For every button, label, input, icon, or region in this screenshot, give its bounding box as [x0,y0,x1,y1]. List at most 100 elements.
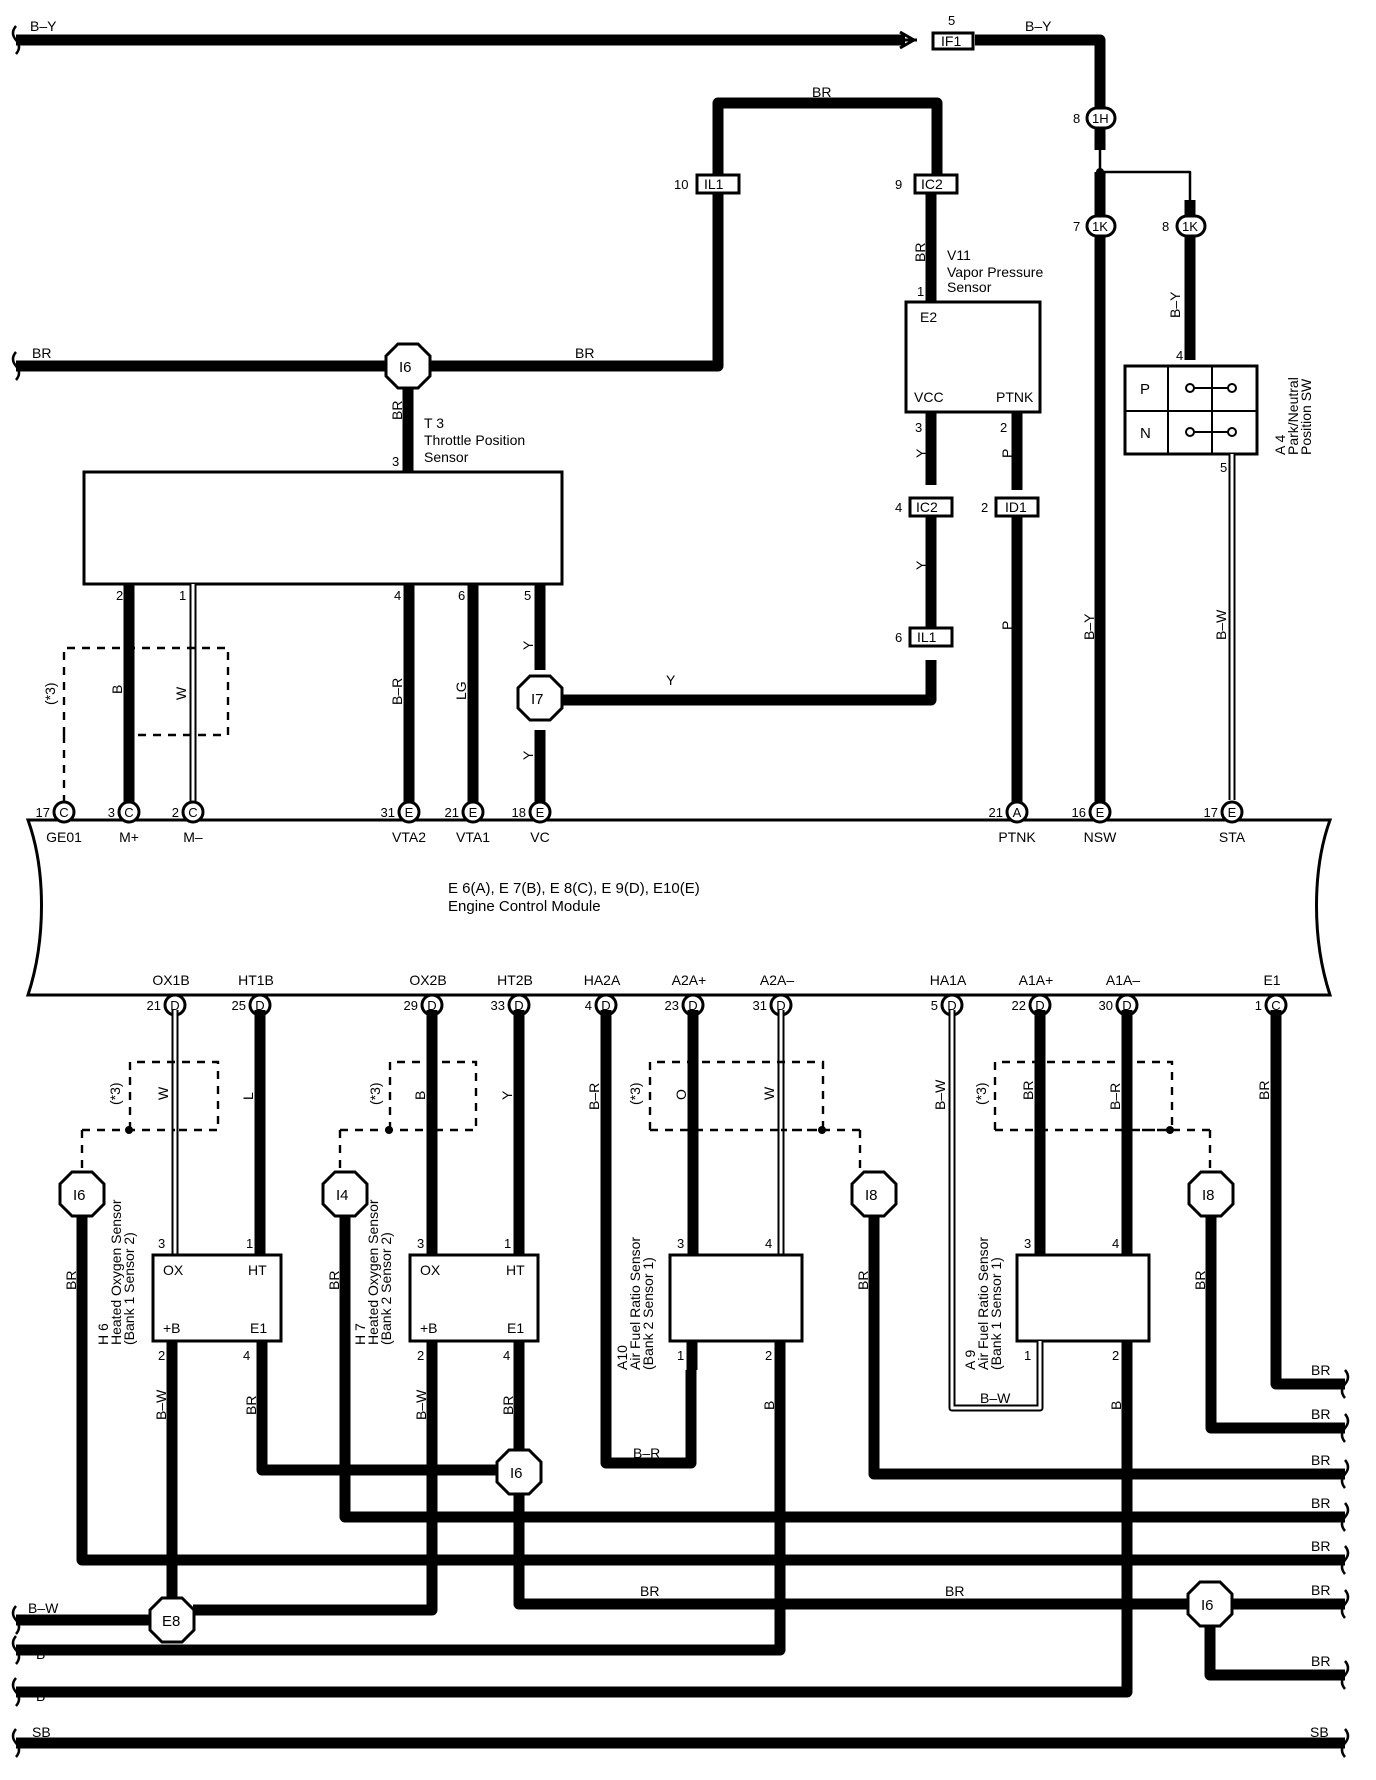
connector-1k-a-label: 1K [1092,219,1108,234]
wire-label: Y [520,750,536,760]
wire-label: BR [243,1396,259,1415]
component-h7-label: H 7 Heated Oxygen Sensor (Bank 2 Sensor … [352,1199,394,1345]
wire-label: BR [1311,1406,1330,1422]
ecm-pin-number: 2 [172,805,179,820]
connector-il1-mid-pin: 6 [895,630,902,645]
connector-1k-b-label: 1K [1182,219,1198,234]
junction-i6-b-label: I6 [510,1465,523,1482]
a10-pin-2: 2 [765,1348,772,1363]
ecm-pin-number: 17 [1204,805,1218,820]
component-h6-label: H 6 Heated Oxygen Sensor (Bank 1 Sensor … [95,1199,137,1345]
svg-text:Air Fuel Ratio Sensor: Air Fuel Ratio Sensor [975,1237,991,1370]
v11-ptnk-label: PTNK [996,389,1034,405]
wire-label: BR [640,1583,659,1599]
ecm-pin-number: 1 [1255,998,1262,1013]
ecm-pin-number: 22 [1012,998,1026,1013]
ecm-pin-conn: E [536,805,545,820]
wire-label: BR [1256,1081,1272,1100]
junction-i6-top-label: I6 [399,359,412,376]
ecm-pin-number: 31 [753,998,767,1013]
v11-e2-label: E2 [920,309,937,325]
h6-pin-4: 4 [243,1348,250,1363]
connector-il1-top-label: IL1 [704,176,724,192]
connector-id1 [994,496,1040,518]
ecm-pin-label: VTA2 [392,829,426,845]
h6-e1-label: E1 [250,1320,267,1336]
wire-label: B [412,1091,428,1100]
connector-if1 [931,31,975,51]
note-label: (*3) [627,1082,643,1105]
junction-i4 [321,1170,369,1218]
wire-label: BR [500,1396,516,1415]
ecm-pin-vta2 [397,800,421,824]
component-h6-heated-oxygen-sensor [151,1253,283,1343]
junction-i8-a-label: I8 [865,1187,878,1204]
wire-label: Y [913,448,929,458]
ecm-pin-conn: D [514,998,523,1013]
ecm-pin-conn: D [947,998,956,1013]
ecm-pin-conn: D [255,998,264,1013]
wire-label: B–W [932,1079,948,1110]
ecm-pin-label: GE01 [46,829,82,845]
wire-label: B–Y [1081,613,1097,640]
ecm-pin-label: A1A+ [1019,972,1054,988]
svg-text:Heated Oxygen Sensor: Heated Oxygen Sensor [365,1199,381,1345]
wire-label: BR [855,1271,871,1290]
ecm-pin-vta1 [461,800,485,824]
ecm-pin-conn: C [59,805,68,820]
wire-label: W [761,1086,777,1100]
svg-text:V11: V11 [947,247,971,263]
ecm-pin-number: 18 [512,805,526,820]
junction-i8-a [850,1170,898,1218]
ecm-pin-conn: A [1013,805,1022,820]
a4-pin-5: 5 [1220,460,1227,475]
ecm-name-label: Engine Control Module [448,898,601,915]
wire-by-right [975,34,1106,112]
ecm-pin-label: STA [1219,829,1246,845]
wire-label: BR [1311,1653,1330,1669]
junction-i7 [516,674,564,722]
wire-label: SB [1310,1724,1329,1740]
wire-label: B–W [980,1390,1011,1406]
junction-e8 [148,1596,196,1644]
a4-switch-contacts [1185,383,1237,437]
component-v11-vapor-pressure-sensor [904,300,1042,414]
t3-pin-5: 5 [524,588,531,603]
h6-pin-2: 2 [158,1348,165,1363]
ecm-pin-conn: D [776,998,785,1013]
h7-pin-4: 4 [503,1348,510,1363]
wire-label: B–W [153,1389,169,1420]
component-a9-label: A 9 Air Fuel Ratio Sensor (Bank 1 Sensor… [962,1237,1004,1370]
connector-id1-pin: 2 [981,500,988,515]
ecm-pin-conn: D [170,998,179,1013]
connector-1h-pin: 8 [1073,111,1080,126]
wire-label: B–R [633,1445,660,1461]
h6-pin-3: 3 [158,1236,165,1251]
ecm-pin-nsw [1088,800,1112,824]
h7-pin-1: 1 [504,1236,511,1251]
wire-label: B [761,1401,777,1410]
ecm-pin-number: 31 [381,805,395,820]
ecm-pin-label: HT1B [238,972,274,988]
wire-label: BR [1311,1538,1330,1554]
connector-1k-b-pin: 8 [1162,219,1169,234]
wire-label: BR [812,84,831,100]
wire-label: BR [389,401,405,420]
ecm-pin-m- [117,800,141,824]
wire-br-top-loop [16,97,943,372]
wire-label: B–W [413,1389,429,1420]
connector-il1-top-pin: 10 [674,177,688,192]
connector-ic2-mid-label: IC2 [916,499,938,515]
svg-text:Air Fuel Ratio Sensor: Air Fuel Ratio Sensor [627,1237,643,1370]
ecm-pin-number: 4 [585,998,592,1013]
a9-pin-4: 4 [1112,1236,1119,1251]
ecm-pin-label: OX1B [152,972,189,988]
connector-1k-a [1085,214,1117,238]
t3-pin-4: 4 [394,588,401,603]
component-h7-heated-oxygen-sensor [408,1253,540,1343]
wire-label: BR [32,345,51,361]
ecm-pin-label: A2A+ [672,972,707,988]
a10-pin-1: 1 [677,1348,684,1363]
wire-label: LG [453,681,469,700]
